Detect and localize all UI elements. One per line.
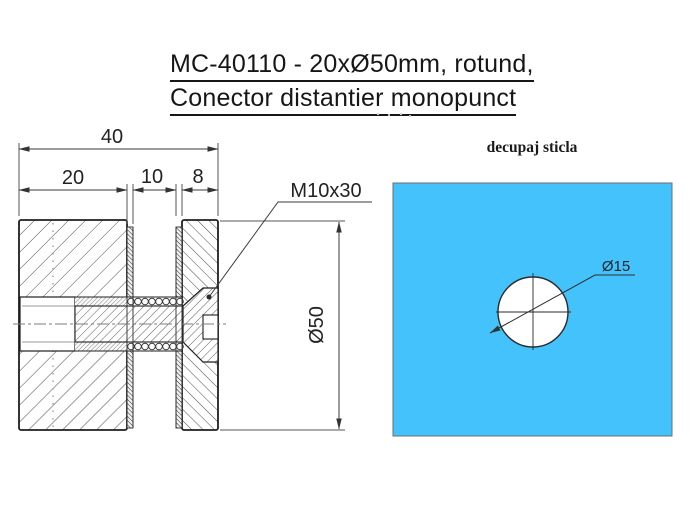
- hole-crosshair: [496, 273, 571, 350]
- dim-glass-label: 10: [141, 166, 163, 188]
- dimension-lines: [18, 146, 342, 430]
- dim-diameter-label: Ø50: [306, 306, 328, 344]
- countersunk-head-section: [182, 287, 219, 363]
- hole-diameter-label: Ø15: [602, 258, 630, 275]
- dim-cap-label: 8: [192, 166, 203, 188]
- thread-band-bottom: [75, 342, 127, 351]
- dim-overall-label: 40: [101, 126, 123, 148]
- thread-gap-top: [127, 297, 182, 306]
- gasket-edge-lines: [126, 227, 183, 428]
- hex-socket: [202, 314, 219, 340]
- drawing-title: MC-40110 - 20xØ50mm, rotund, Conector di…: [170, 50, 534, 118]
- thread-spec-label: M10x30: [290, 180, 361, 202]
- hole-leader-line: [489, 274, 635, 334]
- glass-cutout-caption: decupaj sticla: [487, 139, 578, 156]
- thread-gap-bottom: [127, 342, 182, 351]
- thread-leader-line: [208, 201, 372, 298]
- section-view: 40 20 10 8 Ø50 M10x30: [13, 126, 372, 431]
- glass-cutout-view: Ø15 decupaj sticla: [392, 139, 673, 437]
- thread-band-top: [75, 297, 127, 306]
- title-line-1: MC-40110 - 20xØ50mm, rotund,: [170, 50, 534, 82]
- smudge-mark: [376, 112, 412, 118]
- title-line-2: Conector distantier monopunct: [170, 84, 517, 116]
- thread-scallops: [127, 297, 184, 351]
- dim-body-label: 20: [62, 167, 84, 189]
- leader-dot: [206, 294, 212, 300]
